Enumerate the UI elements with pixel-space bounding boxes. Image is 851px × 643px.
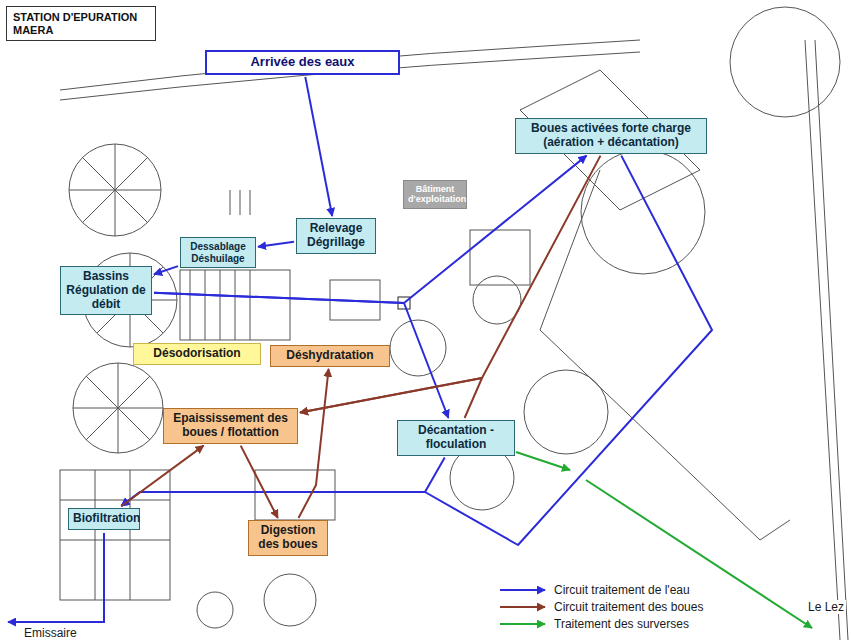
title-text: STATION D'EPURATION MAERA — [13, 11, 149, 36]
river-label: Le Lez — [806, 600, 846, 614]
flow-arrow — [122, 446, 204, 506]
process-box: Décantation - floculation — [397, 420, 515, 456]
plan-outlines — [60, 7, 848, 640]
inlet-box: Arrivée des eaux — [205, 50, 400, 75]
legend-text: Circuit traitement de l'eau — [552, 583, 692, 597]
node-text: Biofiltration — [73, 512, 135, 526]
flow-arrow — [305, 77, 332, 216]
node-text: Arrivée des eaux — [211, 55, 394, 70]
legend-sample — [500, 623, 545, 625]
node-text: Relevage Dégrillage — [301, 222, 371, 250]
node-text: Déshydratation — [275, 349, 385, 363]
flow-arrow — [258, 242, 294, 247]
outfall-label: Emissaire — [22, 626, 79, 640]
flow-arrow — [121, 156, 712, 545]
node-text: Digestion des boues — [253, 524, 323, 552]
node-text: Boues activées forte charge (aération + … — [520, 122, 702, 150]
node-text: Décantation - floculation — [402, 424, 510, 452]
flow-arrow — [154, 266, 178, 274]
process-box: Relevage Dégrillage — [296, 218, 376, 254]
building-box: Bâtiment d'exploitation — [403, 180, 467, 209]
flow-arrow — [154, 156, 587, 303]
sludge-box: Déshydratation — [270, 345, 390, 367]
node-text: Dessablage Déshuilage — [185, 241, 251, 264]
process-box: Boues activées forte charge (aération + … — [515, 118, 707, 154]
process-box: Biofiltration — [68, 508, 140, 530]
flow-arrow — [121, 458, 444, 506]
node-text: Désodorisation — [138, 347, 256, 361]
flow-arrow — [241, 446, 278, 518]
flow-arrow — [300, 156, 601, 413]
legend-text: Traitement des surverses — [552, 617, 691, 631]
sludge-box: Epaississement des boues / flotattion — [163, 408, 298, 444]
overflow-arrow — [516, 452, 570, 470]
sludge-box: Digestion des boues — [248, 520, 328, 556]
outfall-arrow — [8, 533, 104, 622]
title-box: STATION D'EPURATION MAERA — [6, 6, 156, 41]
node-text: Bâtiment d'exploitation — [408, 184, 462, 205]
node-text: Bassins Régulation de débit — [65, 270, 147, 311]
process-box: Dessablage Déshuilage — [180, 237, 256, 268]
node-text: Epaississement des boues / flotattion — [168, 412, 293, 440]
process-box: Bassins Régulation de débit — [60, 266, 152, 315]
flow-arrow — [299, 369, 329, 518]
process-box: Désodorisation — [133, 343, 261, 365]
legend-text: Circuit traitement des boues — [552, 600, 705, 614]
legend-sample — [500, 589, 545, 591]
legend-sample — [500, 606, 545, 608]
